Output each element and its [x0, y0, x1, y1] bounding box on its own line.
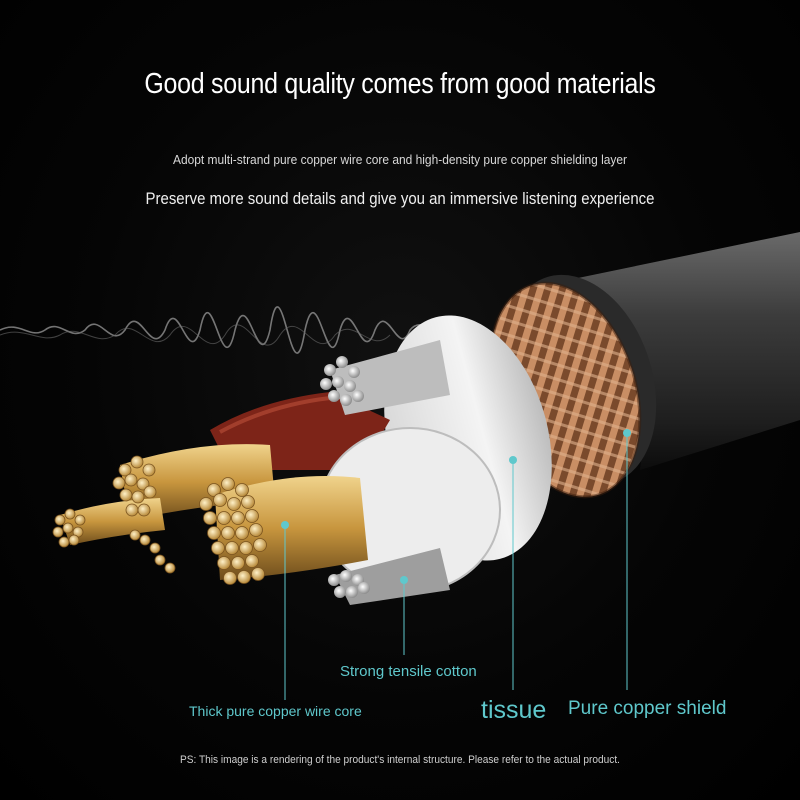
callout-tissue: [509, 456, 517, 690]
headline: Good sound quality comes from good mater…: [144, 68, 656, 100]
cotton-strands-bottom: [328, 548, 450, 605]
sound-wave: [0, 306, 501, 354]
callout-shield: [623, 429, 631, 690]
label-copper-core: Thick pure copper wire core: [189, 703, 362, 719]
callout-cotton: [400, 576, 408, 655]
subheading-materials: Adopt multi-strand pure copper wire core…: [172, 152, 628, 167]
label-copper-shield: Pure copper shield: [568, 698, 727, 719]
subheading-experience: Preserve more sound details and give you…: [145, 189, 655, 208]
label-tissue: tissue: [481, 696, 547, 724]
callout-core: [281, 521, 289, 700]
cotton-strands-top: [320, 340, 450, 415]
disclaimer-note: PS: This image is a rendering of the pro…: [180, 754, 620, 766]
label-tensile-cotton: Strong tensile cotton: [340, 663, 477, 680]
